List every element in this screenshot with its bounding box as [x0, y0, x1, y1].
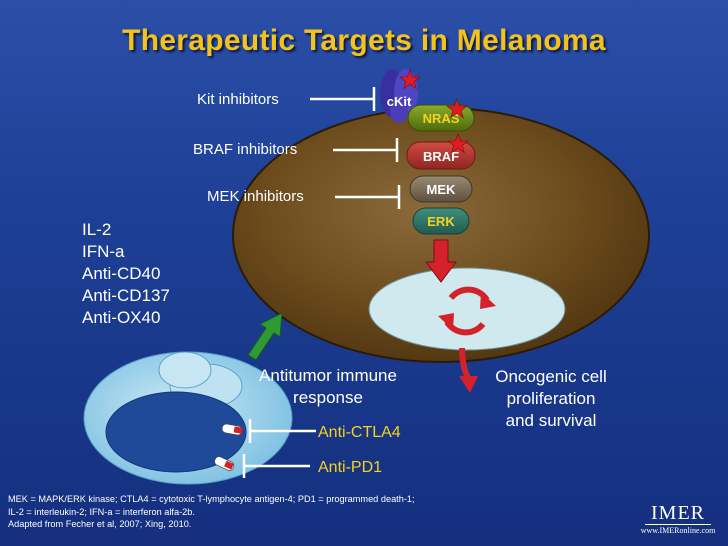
- immune-agent-item: IL-2: [82, 220, 112, 239]
- ctla4-blocker-line: [248, 419, 316, 443]
- braf-node: [406, 141, 476, 170]
- footnote-line: IL-2 = interleukin-2; IFN-a = interferon…: [8, 506, 195, 517]
- immune-agent-list: IL-2 IFN-a Anti-CD40 Anti-CD137 Anti-OX4…: [82, 219, 170, 329]
- nras-label: NRAS: [423, 111, 460, 126]
- erk-node: [412, 207, 470, 235]
- oncogenic-line2: proliferation: [506, 389, 596, 408]
- footnote: MEK = MAPK/ERK kinase; CTLA4 = cytotoxic…: [8, 493, 415, 531]
- oncogenic-arrowhead: [459, 376, 478, 393]
- ckit-mutation-star: [399, 69, 421, 90]
- logo-url: www.IMERonline.com: [640, 526, 716, 535]
- kit-inhibitor-line: [310, 87, 376, 111]
- braf-inhibitor-line: [333, 138, 399, 162]
- oncogenic-line1: Oncogenic cell: [495, 367, 607, 386]
- immune-agent-item: Anti-CD40: [82, 264, 161, 283]
- mek-label: MEK: [427, 182, 457, 197]
- immune-agent-item: Anti-OX40: [82, 308, 161, 327]
- footnote-line: MEK = MAPK/ERK kinase; CTLA4 = cytotoxic…: [8, 494, 415, 504]
- pd1-blocker-line: [242, 454, 310, 478]
- braf-mutation-star: [447, 133, 469, 154]
- oncogenic-label: Oncogenic cell proliferation and surviva…: [476, 366, 626, 432]
- immune-agent-item: Anti-CD137: [82, 286, 170, 305]
- immune-green-arrow: [247, 312, 283, 361]
- antitumor-line2: response: [293, 388, 363, 407]
- pd1-receptor-icon: [214, 456, 235, 471]
- nras-mutation-star: [446, 98, 468, 119]
- braf-inhibitors-label: BRAF inhibitors: [193, 141, 298, 158]
- ckit-receptor: [380, 69, 418, 123]
- erk-to-nucleus-arrow: [425, 239, 457, 283]
- footnote-line: Adapted from Fecher et al, 2007; Xing, 2…: [8, 519, 192, 529]
- imer-logo: IMER www.IMERonline.com: [640, 502, 716, 535]
- nucleus: [368, 267, 566, 351]
- cycle-arrowhead-left: [438, 313, 454, 330]
- t-cell: [83, 351, 293, 485]
- oncogenic-arrow: [459, 347, 471, 380]
- logo-name: IMER: [645, 502, 711, 525]
- kit-inhibitors-label: Kit inhibitors: [197, 91, 279, 108]
- cycle-arrowhead-right: [480, 292, 496, 309]
- mek-node: [409, 175, 473, 203]
- mek-inhibitors-label: MEK inhibitors: [207, 188, 304, 205]
- anti-ctla4-label: Anti-CTLA4: [318, 424, 401, 441]
- oncogenic-line3: and survival: [505, 411, 597, 430]
- ctla4-receptor-icon: [221, 423, 243, 436]
- ckit-label: cKit: [387, 94, 412, 109]
- mek-inhibitor-line: [335, 185, 401, 209]
- antitumor-response-label: Antitumor immune response: [238, 365, 418, 409]
- braf-label: BRAF: [423, 149, 459, 164]
- immune-agent-item: IFN-a: [82, 242, 125, 261]
- slide-title: Therapeutic Targets in Melanoma: [122, 24, 606, 57]
- erk-label: ERK: [427, 214, 455, 229]
- anti-pd1-label: Anti-PD1: [318, 459, 383, 476]
- antitumor-line1: Antitumor immune: [259, 366, 397, 385]
